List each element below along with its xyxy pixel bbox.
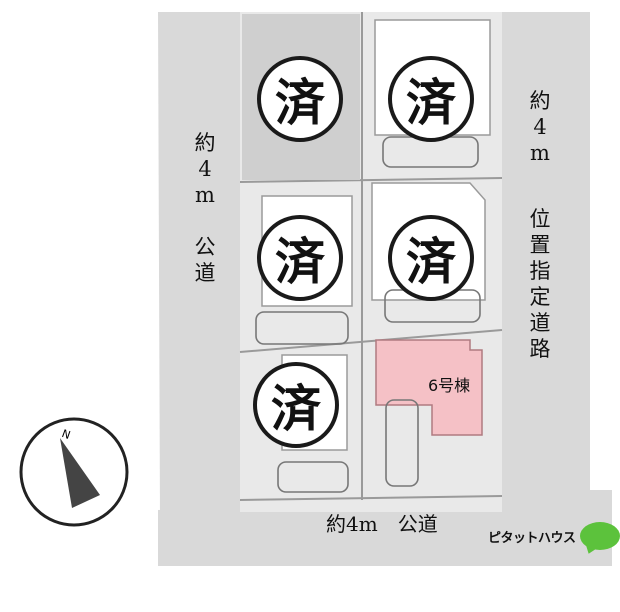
sold-mark-lot-5: 済 — [253, 362, 339, 448]
lot-boundaries — [239, 12, 503, 501]
lot-6-building — [375, 339, 483, 436]
bottom-road-label: 約4m 公道 — [326, 512, 438, 536]
compass-arrow-icon — [60, 438, 100, 508]
logo-text: ピタットハウス — [488, 530, 576, 546]
brand-logo: ピタットハウス — [488, 522, 620, 550]
compass — [19, 417, 129, 527]
right-road — [500, 12, 612, 560]
right-road-label-bottom: 位 置 指 定 道 路 — [529, 207, 551, 361]
sold-mark-lot-3: 済 — [257, 215, 343, 301]
left-road — [158, 12, 240, 520]
right-road-label-top: 約 4 m — [529, 89, 551, 165]
lot-6-label: 6号棟 — [428, 376, 471, 395]
sold-mark-lot-2: 済 — [388, 56, 474, 142]
speech-bubble-icon — [579, 522, 620, 550]
sold-mark-lot-1: 済 — [257, 56, 343, 142]
sold-mark-lot-4: 済 — [388, 215, 474, 301]
left-road-label: 約 4 m 公 道 — [194, 131, 216, 285]
